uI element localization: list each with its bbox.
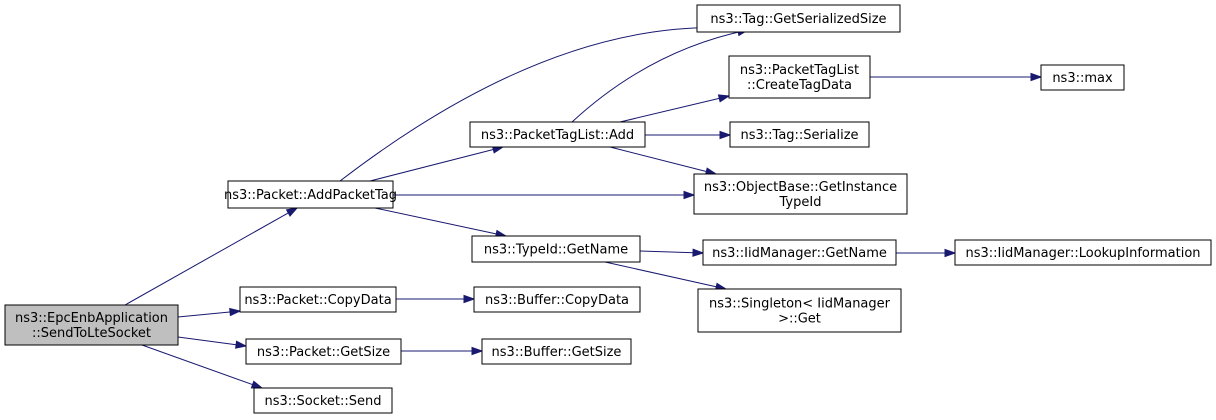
- node-box: [728, 55, 871, 99]
- node-label: ns3::IidManager::GetName: [712, 246, 887, 261]
- node-bufferCopyData[interactable]: ns3::Buffer::CopyData: [473, 286, 641, 313]
- node-label: ns3::PacketTagList: [740, 63, 859, 78]
- node-box: [471, 235, 641, 263]
- node-box: [697, 288, 902, 333]
- edge-typeIdGetName-to-iidGetName: [639, 250, 695, 254]
- node-label: ns3::Singleton< IidManager: [709, 297, 891, 312]
- edge-tagListAdd-to-tagSerialize-arrowhead: [719, 130, 732, 140]
- edge-addPacketTag-to-tagGetSerializedSize: [339, 26, 749, 182]
- edge-root-to-addPacketTag: [124, 211, 290, 306]
- node-label: ns3::Packet::CopyData: [244, 293, 391, 308]
- node-label: ns3::Tag::GetSerializedSize: [710, 12, 886, 27]
- node-iidGetName[interactable]: ns3::IidManager::GetName: [702, 239, 897, 266]
- node-max[interactable]: ns3::max: [1040, 64, 1125, 91]
- node-label: ns3::PacketTagList::Add: [481, 128, 634, 143]
- node-label: ns3::Packet::AddPacketTag: [224, 188, 397, 203]
- edge-iidGetName-to-lookupInformation-arrowhead: [944, 248, 957, 258]
- edge-addPacketTag-to-typeIdGetName: [374, 207, 498, 235]
- node-label: ns3::Buffer::GetSize: [492, 345, 622, 360]
- node-box: [693, 173, 908, 215]
- node-label: ns3::TypeId::GetName: [484, 243, 628, 258]
- edge-tagListAdd-to-createTagData: [619, 97, 721, 123]
- edge-root-to-packetCopyData: [177, 311, 232, 318]
- node-packetCopyData[interactable]: ns3::Packet::CopyData: [239, 286, 397, 313]
- node-createTagData[interactable]: ns3::PacketTagList::CreateTagData: [728, 55, 871, 99]
- node-tagListAdd[interactable]: ns3::PacketTagList::Add: [469, 121, 646, 148]
- node-singletonGet[interactable]: ns3::Singleton< IidManager>::Get: [697, 288, 902, 333]
- node-tagGetSerializedSize[interactable]: ns3::Tag::GetSerializedSize: [696, 4, 901, 33]
- edge-root-to-socketSend: [141, 344, 254, 386]
- edge-packetGetSize-to-bufferGetSize-arrowhead: [471, 346, 484, 356]
- edge-tagListAdd-to-createTagData-arrowhead: [717, 94, 731, 103]
- node-label: ns3::ObjectBase::GetInstance: [704, 180, 897, 195]
- node-box: [729, 121, 870, 148]
- node-box: [1040, 64, 1125, 91]
- edge-tagListAdd-to-getInstanceTypeId: [609, 146, 708, 173]
- node-root[interactable]: ns3::EpcEnbApplication::SendToLteSocket: [4, 304, 179, 346]
- node-label: ns3::max: [1052, 71, 1113, 86]
- node-box: [245, 338, 402, 365]
- node-label: ns3::EpcEnbApplication: [15, 311, 168, 326]
- node-box: [481, 338, 632, 365]
- edge-typeIdGetName-to-iidGetName-arrowhead: [692, 248, 705, 257]
- node-label: >::Get: [778, 312, 821, 327]
- node-label: ns3::Tag::Serialize: [740, 128, 858, 143]
- edge-root-to-addPacketTag-arrowhead: [285, 207, 299, 217]
- edge-typeIdGetName-to-singletonGet: [604, 261, 718, 288]
- node-box: [702, 239, 897, 266]
- nodes-layer: ns3::EpcEnbApplication::SendToLteSocketn…: [4, 4, 1212, 414]
- node-label: ::SendToLteSocket: [32, 326, 151, 341]
- edge-createTagData-to-max-arrowhead: [1030, 72, 1043, 82]
- node-box: [227, 180, 394, 209]
- edges-layer: [124, 23, 1043, 389]
- node-socketSend[interactable]: ns3::Socket::Send: [253, 387, 393, 414]
- edge-root-to-packetGetSize: [177, 336, 238, 346]
- node-box: [473, 286, 641, 313]
- edge-tagListAdd-to-tagGetSerializedSize: [571, 29, 749, 123]
- edge-root-to-packetGetSize-arrowhead: [235, 340, 248, 349]
- edge-addPacketTag-to-tagListAdd: [369, 148, 495, 182]
- node-box: [696, 4, 901, 33]
- node-packetGetSize[interactable]: ns3::Packet::GetSize: [245, 338, 402, 365]
- edge-packetCopyData-to-bufferCopyData-arrowhead: [463, 294, 476, 304]
- node-label: ns3::Packet::GetSize: [257, 345, 390, 360]
- node-box: [954, 239, 1212, 266]
- node-label: ns3::IidManager::LookupInformation: [965, 246, 1200, 261]
- edge-root-to-socketSend-arrowhead: [250, 380, 264, 389]
- node-lookupInformation[interactable]: ns3::IidManager::LookupInformation: [954, 239, 1212, 266]
- node-label: ns3::Buffer::CopyData: [485, 293, 629, 308]
- node-bufferGetSize[interactable]: ns3::Buffer::GetSize: [481, 338, 632, 365]
- node-label: ns3::Socket::Send: [264, 394, 381, 409]
- node-typeIdGetName[interactable]: ns3::TypeId::GetName: [471, 235, 641, 263]
- node-box: [4, 304, 179, 346]
- node-addPacketTag[interactable]: ns3::Packet::AddPacketTag: [224, 180, 397, 209]
- node-tagSerialize[interactable]: ns3::Tag::Serialize: [729, 121, 870, 148]
- node-box: [253, 387, 393, 414]
- node-box: [239, 286, 397, 313]
- edge-addPacketTag-to-getInstanceTypeId-arrowhead: [683, 190, 696, 200]
- edge-root-to-packetCopyData-arrowhead: [229, 307, 242, 317]
- node-label: TypeId: [779, 195, 822, 210]
- node-label: ::CreateTagData: [747, 78, 852, 93]
- node-box: [469, 121, 646, 148]
